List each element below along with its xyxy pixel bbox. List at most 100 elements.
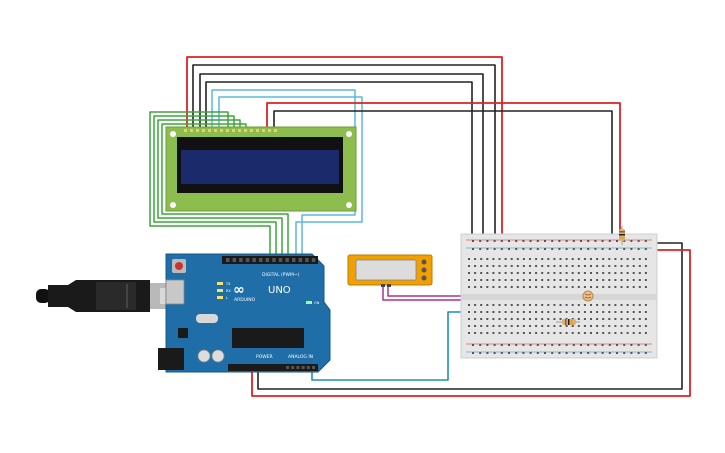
breadboard-rail-hole[interactable]: [472, 352, 474, 354]
breadboard-hole[interactable]: [632, 279, 635, 281]
breadboard-hole[interactable]: [474, 311, 477, 313]
breadboard-hole[interactable]: [510, 304, 513, 306]
breadboard-hole[interactable]: [596, 258, 599, 260]
breadboard-hole[interactable]: [480, 258, 483, 260]
breadboard-rail-hole[interactable]: [616, 352, 618, 354]
breadboard-hole[interactable]: [559, 265, 562, 267]
breadboard-hole[interactable]: [596, 286, 599, 288]
breadboard-hole[interactable]: [492, 265, 495, 267]
breadboard-hole[interactable]: [583, 272, 586, 274]
breadboard-hole[interactable]: [516, 332, 519, 334]
wire-green-1[interactable]: [149, 111, 271, 258]
breadboard-hole[interactable]: [638, 265, 641, 267]
breadboard-hole[interactable]: [468, 325, 470, 327]
breadboard-hole[interactable]: [583, 279, 586, 281]
breadboard-hole[interactable]: [608, 325, 611, 327]
digital-pin-~3[interactable]: [292, 258, 296, 262]
breadboard-hole[interactable]: [614, 286, 617, 288]
breadboard-hole[interactable]: [492, 304, 495, 306]
digital-pin-~9[interactable]: [252, 258, 256, 262]
digital-pin-~6[interactable]: [272, 258, 276, 262]
breadboard-rail-hole[interactable]: [472, 248, 474, 250]
lcd-pin[interactable]: [256, 129, 259, 132]
breadboard-hole[interactable]: [626, 325, 629, 327]
lcd-pin[interactable]: [262, 129, 265, 132]
breadboard-hole[interactable]: [468, 279, 470, 281]
breadboard-hole[interactable]: [492, 279, 495, 281]
breadboard-hole[interactable]: [620, 258, 623, 260]
breadboard-rail-hole[interactable]: [616, 240, 618, 242]
breadboard-hole[interactable]: [608, 304, 611, 306]
breadboard-hole[interactable]: [541, 279, 544, 281]
breadboard-hole[interactable]: [559, 311, 562, 313]
breadboard-rail-hole[interactable]: [479, 344, 482, 346]
breadboard-hole[interactable]: [632, 272, 635, 274]
wire-black-lcd-3[interactable]: [205, 81, 473, 242]
breadboard-hole[interactable]: [547, 272, 550, 274]
breadboard-hole[interactable]: [474, 258, 477, 260]
wire-black-arduino-gnd[interactable]: [257, 242, 683, 390]
breadboard-rail-hole[interactable]: [515, 352, 518, 354]
reset-button[interactable]: [175, 262, 183, 270]
breadboard-hole[interactable]: [590, 311, 592, 313]
breadboard-hole[interactable]: [541, 265, 544, 267]
lcd-pin[interactable]: [184, 129, 187, 132]
breadboard-hole[interactable]: [632, 318, 635, 320]
breadboard-hole[interactable]: [626, 272, 629, 274]
breadboard-rail-hole[interactable]: [536, 344, 539, 346]
breadboard-hole[interactable]: [480, 311, 483, 313]
breadboard-hole[interactable]: [590, 265, 592, 267]
breadboard-hole[interactable]: [504, 279, 507, 281]
breadboard-hole[interactable]: [620, 272, 623, 274]
breadboard-rail-hole[interactable]: [500, 248, 503, 250]
breadboard-hole[interactable]: [602, 304, 605, 306]
breadboard-hole[interactable]: [516, 311, 519, 313]
breadboard-hole[interactable]: [583, 265, 586, 267]
breadboard-hole[interactable]: [596, 304, 599, 306]
breadboard-rail-hole[interactable]: [594, 240, 597, 242]
breadboard-hole[interactable]: [565, 265, 568, 267]
digital-pin-7[interactable]: [265, 258, 270, 262]
breadboard-rail-hole[interactable]: [515, 344, 518, 346]
breadboard-hole[interactable]: [510, 332, 513, 334]
breadboard-rail-hole[interactable]: [558, 352, 561, 354]
breadboard-hole[interactable]: [626, 286, 629, 288]
wire-red-lcd-vcc[interactable]: [186, 56, 503, 242]
breadboard-hole[interactable]: [644, 318, 647, 320]
breadboard-hole[interactable]: [608, 258, 611, 260]
breadboard-hole[interactable]: [553, 265, 556, 267]
breadboard-hole[interactable]: [492, 311, 495, 313]
breadboard-hole[interactable]: [498, 311, 501, 313]
breadboard-rail-hole[interactable]: [544, 344, 546, 346]
breadboard-hole[interactable]: [486, 258, 489, 260]
breadboard-rail-hole[interactable]: [630, 240, 633, 242]
breadboard-hole[interactable]: [590, 325, 592, 327]
breadboard-hole[interactable]: [468, 286, 470, 288]
breadboard-hole[interactable]: [571, 272, 574, 274]
breadboard-hole[interactable]: [529, 286, 531, 288]
breadboard-hole[interactable]: [547, 265, 550, 267]
digital-pin-~5[interactable]: [278, 258, 283, 262]
breadboard-hole[interactable]: [608, 311, 611, 313]
breadboard-hole[interactable]: [492, 258, 495, 260]
breadboard-rail-hole[interactable]: [565, 240, 568, 242]
breadboard-rail-hole[interactable]: [601, 248, 604, 250]
breadboard-hole[interactable]: [571, 311, 574, 313]
breadboard-hole[interactable]: [541, 286, 544, 288]
breadboard-hole[interactable]: [541, 318, 544, 320]
breadboard-hole[interactable]: [498, 325, 501, 327]
breadboard-hole[interactable]: [468, 304, 470, 306]
breadboard-hole[interactable]: [553, 325, 556, 327]
wire-green-3[interactable]: [157, 119, 283, 258]
breadboard-hole[interactable]: [522, 311, 525, 313]
breadboard-hole[interactable]: [602, 286, 605, 288]
breadboard-hole[interactable]: [559, 279, 562, 281]
breadboard-hole[interactable]: [510, 311, 513, 313]
breadboard-hole[interactable]: [547, 279, 550, 281]
breadboard-hole[interactable]: [486, 272, 489, 274]
breadboard-hole[interactable]: [614, 258, 617, 260]
digital-pin-~10[interactable]: [245, 258, 250, 262]
breadboard-hole[interactable]: [486, 311, 489, 313]
breadboard-rail-hole[interactable]: [637, 352, 640, 354]
breadboard-rail-hole[interactable]: [551, 248, 554, 250]
